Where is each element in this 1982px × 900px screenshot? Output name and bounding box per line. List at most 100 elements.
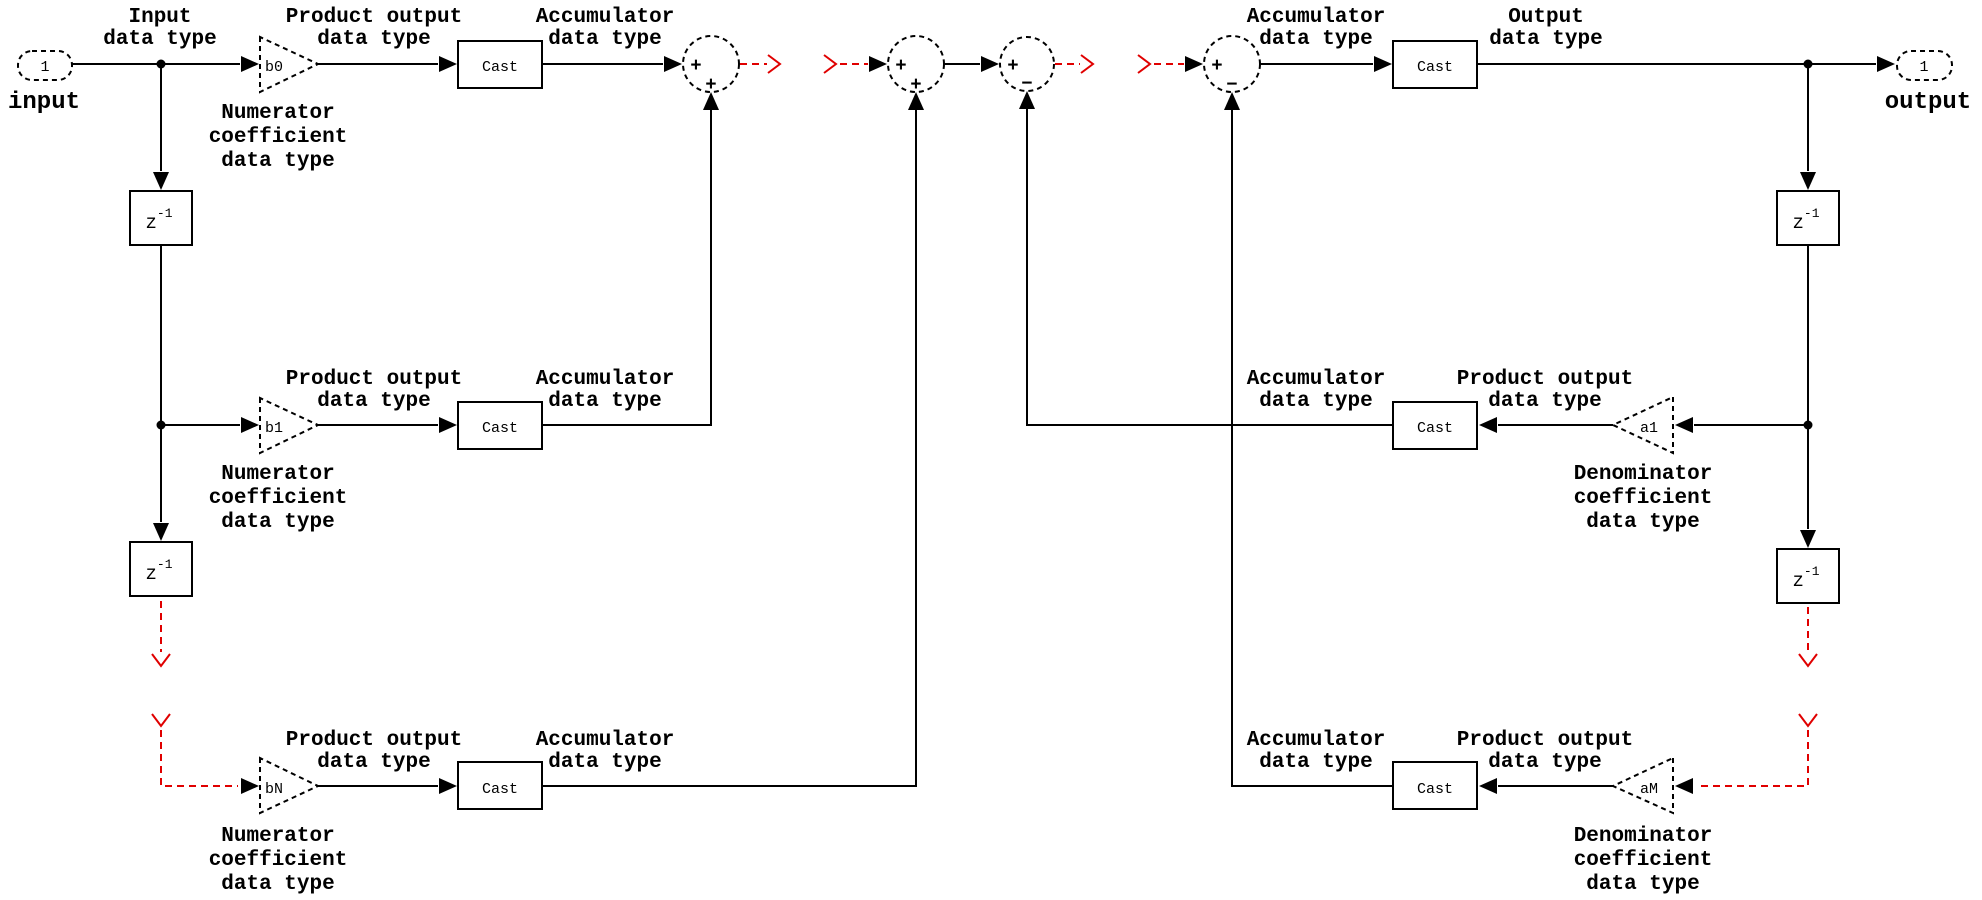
- sum-circle: [1203, 35, 1261, 93]
- label-product-output-data-type: data type: [317, 28, 430, 51]
- label-numerator-coefficient-data-type: coefficient: [209, 487, 348, 510]
- label-accumulator-data-type: data type: [1259, 28, 1372, 51]
- cast-block-output: Cast: [1392, 40, 1478, 89]
- cast-label: Cast: [1417, 59, 1453, 76]
- label-numerator-coefficient-data-type: Numerator: [221, 825, 334, 848]
- wire: [1231, 110, 1393, 787]
- gain-label: bN: [265, 781, 283, 798]
- label-numerator-coefficient-data-type: data type: [221, 873, 334, 896]
- cast-box: [457, 40, 543, 89]
- gain-b0: b0: [259, 35, 321, 94]
- gain-triangle: [259, 35, 321, 94]
- label-accumulator-data-type: Accumulator: [1247, 368, 1386, 391]
- red-arrow-chevron-icon: [1080, 54, 1095, 74]
- label-product-output-data-type: data type: [317, 751, 430, 774]
- red-arrow-chevron-icon: [151, 653, 171, 668]
- label-numerator-coefficient-data-type: data type: [221, 150, 334, 173]
- output-port-label: output: [1885, 89, 1971, 116]
- sum-sign-bottom: −: [1226, 74, 1237, 96]
- red-dashed-wire: [1697, 730, 1809, 787]
- sum-sign-left: +: [1211, 55, 1222, 77]
- cast-box: [1392, 761, 1478, 810]
- cast-box: [457, 761, 543, 810]
- label-accumulator-data-type: Accumulator: [1247, 729, 1386, 752]
- delay-box: [129, 190, 193, 246]
- cast-block-a1: Cast: [1392, 401, 1478, 450]
- branch-dot: [156, 59, 166, 69]
- sum-sign-bottom: +: [705, 74, 716, 96]
- label-input-data-type: Input: [128, 6, 191, 29]
- sum-sign-bottom: −: [1021, 73, 1032, 95]
- output-port: 1 output: [1885, 50, 1971, 116]
- cast-block-b0: Cast: [457, 40, 543, 89]
- label-product-output-data-type: Product output: [286, 729, 462, 752]
- branch-dot: [1803, 59, 1813, 69]
- gain-a1: a1: [1610, 395, 1674, 455]
- label-product-output-data-type: data type: [1488, 751, 1601, 774]
- delay-box: [129, 541, 193, 597]
- arrowhead-icon: [1675, 417, 1693, 433]
- output-port-oval: [1896, 50, 1953, 81]
- delay-exponent: -1: [157, 206, 173, 221]
- label-product-output-data-type: Product output: [1457, 729, 1633, 752]
- gain-label: aM: [1640, 781, 1658, 798]
- delay-exponent: -1: [1804, 206, 1820, 221]
- delay-label: z-1: [1792, 206, 1819, 234]
- delay-box: [1776, 548, 1840, 604]
- cast-block-aM: Cast: [1392, 761, 1478, 810]
- arrowhead-icon: [1479, 778, 1497, 794]
- label-denominator-coefficient-data-type: coefficient: [1574, 849, 1713, 872]
- arrowhead-icon: [1800, 530, 1816, 548]
- arrowhead-icon: [153, 172, 169, 190]
- delay-base: z: [1792, 212, 1803, 234]
- arrowhead-icon: [1019, 91, 1035, 109]
- sum-sign-left: +: [895, 55, 906, 77]
- red-start-chevron-icon: [1137, 54, 1152, 74]
- branch-dot: [156, 420, 166, 430]
- sum-sign-left: +: [1007, 55, 1018, 77]
- delay-base: z: [145, 212, 156, 234]
- delay-box: [1776, 190, 1840, 246]
- arrowhead-icon: [439, 56, 457, 72]
- cast-block-bN: Cast: [457, 761, 543, 810]
- label-accumulator-data-type: Accumulator: [536, 368, 675, 391]
- cast-box: [1392, 401, 1478, 450]
- arrowhead-icon: [241, 56, 259, 72]
- arrowhead-icon: [439, 778, 457, 794]
- delay-exponent: -1: [1804, 564, 1820, 579]
- sum-sign-bottom: +: [910, 74, 921, 96]
- gain-triangle: [259, 756, 321, 815]
- cast-box: [457, 401, 543, 450]
- input-port-oval: [17, 50, 73, 81]
- arrowhead-icon: [1224, 92, 1240, 110]
- gain-bN: bN: [259, 756, 321, 815]
- red-start-chevron-icon: [1798, 713, 1818, 728]
- arrowheads: [153, 56, 1895, 794]
- delay-exponent: -1: [157, 557, 173, 572]
- delay-block: z-1: [129, 541, 193, 597]
- label-numerator-coefficient-data-type: coefficient: [209, 126, 348, 149]
- label-accumulator-data-type: data type: [548, 28, 661, 51]
- arrowhead-icon: [981, 56, 999, 72]
- sum-circle: [999, 36, 1055, 92]
- label-accumulator-data-type: data type: [1259, 390, 1372, 413]
- signal-wires: [72, 63, 1876, 787]
- label-product-output-data-type: data type: [1488, 390, 1601, 413]
- wire: [540, 110, 917, 787]
- cast-label: Cast: [1417, 420, 1453, 437]
- arrowhead-icon: [241, 778, 259, 794]
- label-input-data-type: data type: [103, 28, 216, 51]
- arrowhead-icon: [1877, 56, 1895, 72]
- label-output-data-type: data type: [1489, 28, 1602, 51]
- gain-triangle: [1610, 395, 1674, 455]
- delay-block: z-1: [1776, 190, 1840, 246]
- label-accumulator-data-type: Accumulator: [1247, 6, 1386, 29]
- data-type-labels: Input data type Product output data type…: [103, 6, 1712, 896]
- label-numerator-coefficient-data-type: Numerator: [221, 102, 334, 125]
- arrowhead-icon: [869, 56, 887, 72]
- sum-junction-2: + +: [887, 35, 945, 96]
- input-port-number: 1: [40, 59, 49, 76]
- delay-block: z-1: [1776, 548, 1840, 604]
